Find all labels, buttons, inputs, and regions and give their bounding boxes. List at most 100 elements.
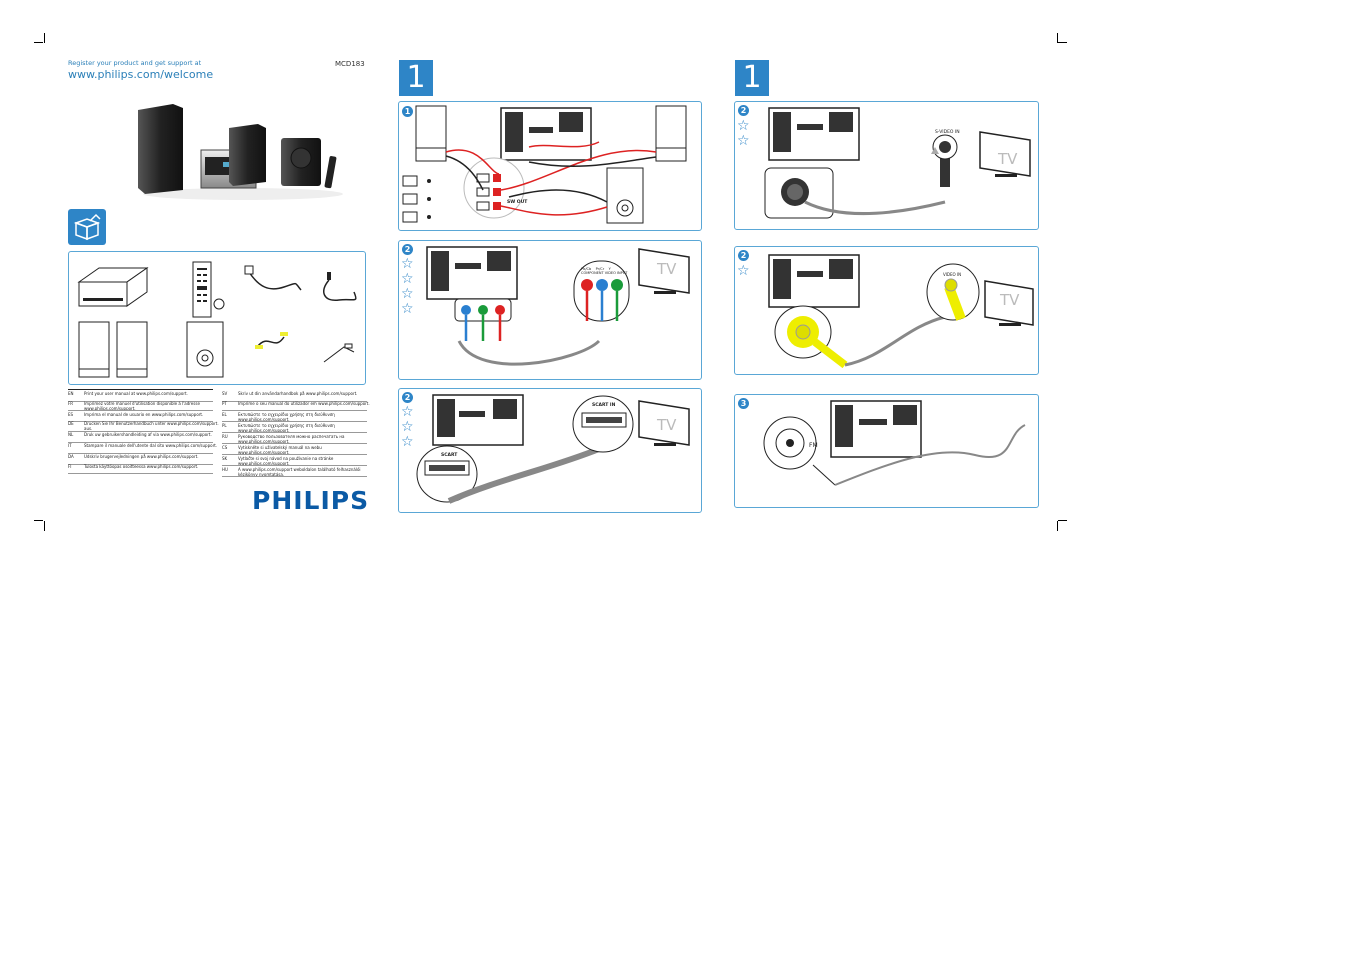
star-icon: ☆ [401,286,414,302]
step-number: 2 [402,392,413,403]
language-text: Vytlačte si svoj návod na používanie na … [238,455,334,466]
tv-label: TV [657,416,677,434]
product-photo [133,102,348,202]
crop-mark [1057,33,1058,43]
register-text: Register your product and get support at [68,59,202,67]
crop-mark [34,520,43,521]
composite-video-panel: 2 ☆ TV VIDEO IN [734,246,1039,375]
divider [68,463,213,465]
svideo-panel: 2 ☆ ☆ TV S-VIDEO IN [734,101,1039,230]
philips-logo: PHILIPS [252,486,370,515]
language-text: Drucken Sie Ihr Benutzerhandbuch unter w… [84,421,219,431]
language-row: DE Drucken Sie Ihr Benutzerhandbuch unter… [68,421,219,431]
language-code: SV [222,391,228,396]
language-row: IT Stampare il manuale dell'utente dal si… [68,443,217,453]
language-code: SK [222,455,228,461]
language-code: HU [222,466,228,472]
divider [222,432,367,433]
language-text: Εκτυπώστε το εγχειρίδιο χρήσης στη διεύθ… [238,422,335,433]
language-code: PL [222,422,227,428]
divider [68,389,213,390]
language-text: Руководство пользователя можно распечата… [238,433,345,444]
divider [68,441,213,443]
step-number: 2 [402,244,413,255]
language-text: Print your user manual at www.philips.co… [84,391,188,396]
language-text: Εκτυπώστε το εγχειρίδιο χρήσης στη διεύθ… [238,411,335,422]
language-text: Imprimez votre manuel d'utilisation disp… [84,400,200,411]
language-code: DE [68,421,74,426]
star-icon: ☆ [401,404,414,420]
divider [68,473,213,474]
tv-label: TV [998,150,1018,168]
step-number: 1 [402,106,413,117]
language-code: FI [68,463,72,469]
divider [222,410,367,411]
language-text: Stampare il manuale dell'utente dal sito… [84,443,218,448]
language-row: EL Εκτυπώστε το εγχειρίδιο χρήσης στη διε… [222,412,367,422]
language-code: NL [68,432,74,437]
video-in-label: VIDEO IN [943,272,962,277]
language-code: DA [68,454,74,459]
step-number: 2 [738,250,749,261]
language-text: A www.philips.com/support weboldalon tal… [238,466,361,477]
component-video-panel: 2 ☆ ☆ ☆ ☆ TV Pb/Cb Pr/Cr Y COMPONENT VID… [398,240,702,380]
divider [222,421,367,422]
divider [222,476,367,477]
language-text: Imprime o seu manual do utilizador em ww… [238,400,370,406]
section-number-badge: 1 [399,60,433,96]
language-text: Druk uw gebruikershandleiding af via www… [84,432,212,437]
language-row: DA Udskriv brugervejledningen på www.phil… [68,454,213,464]
language-code: EN [68,391,74,396]
language-code: RU [222,433,228,439]
tv-label: TV [1000,291,1020,309]
welcome-url[interactable]: www.philips.com/welcome [68,68,214,81]
star-icon: ☆ [737,133,750,149]
divider [222,400,367,402]
language-code: EL [222,411,227,417]
divider [222,465,367,466]
scart-in-label: SCART IN [592,403,616,408]
divider [68,430,213,432]
divider [68,400,213,402]
box-contents-panel [68,251,366,385]
component-label: Pb/Cb Pr/Cr Y COMPONENT VIDEO INPUT [581,267,628,275]
crop-mark [34,42,43,43]
subwoofer-label: SW OUT [507,200,528,205]
star-icon: ☆ [401,419,414,435]
language-text: Tulosta käyttöopas osoitteessa www.phili… [84,463,199,469]
crop-mark [1057,521,1058,531]
divider [68,452,213,454]
language-code: PT [222,400,227,406]
language-text: Vytiskněte si uživatelský manuál na webu… [238,444,322,455]
tv-label: TV [657,260,677,278]
section-number-badge: 1 [735,60,769,96]
step-number: 2 [738,105,749,116]
divider [222,454,367,455]
language-row: NL Druk uw gebruikershandleiding af via w… [68,432,213,442]
star-icon: ☆ [401,434,414,450]
language-code: IT [68,443,72,448]
language-row: PL Εκτυπώστε το εγχειρίδιο χρήσης στη διε… [222,423,367,433]
star-icon: ☆ [737,118,750,134]
fm-antenna-panel: 3 FM [734,394,1039,508]
language-row: RU Руководство пользователя можно распеча… [222,434,367,444]
language-row: FI Tulosta käyttöopas osoitteessa www.phi… [68,464,213,474]
language-row: PT Imprime o seu manual do utilizador em … [222,400,370,411]
star-icon: ☆ [401,271,414,287]
star-icon: ☆ [401,256,414,272]
language-text: Udskriv brugervejledningen på www.philip… [84,454,199,459]
star-icon: ☆ [401,301,414,317]
language-row: EN Print your user manual at www.philips.… [68,391,213,401]
language-row: HU A www.philips.com/support weboldalon t… [222,467,367,477]
divider [68,421,213,422]
model-number: MCD183 [335,60,365,68]
star-icon: ☆ [737,263,750,279]
step-number: 3 [738,398,749,409]
crop-mark [44,33,45,43]
crop-mark [1058,42,1067,43]
crop-mark [44,521,45,531]
language-text: Skriv ut din användarhandbok på www.phil… [238,391,358,396]
language-row: SK Vytlačte si svoj návod na používanie n… [222,456,367,466]
